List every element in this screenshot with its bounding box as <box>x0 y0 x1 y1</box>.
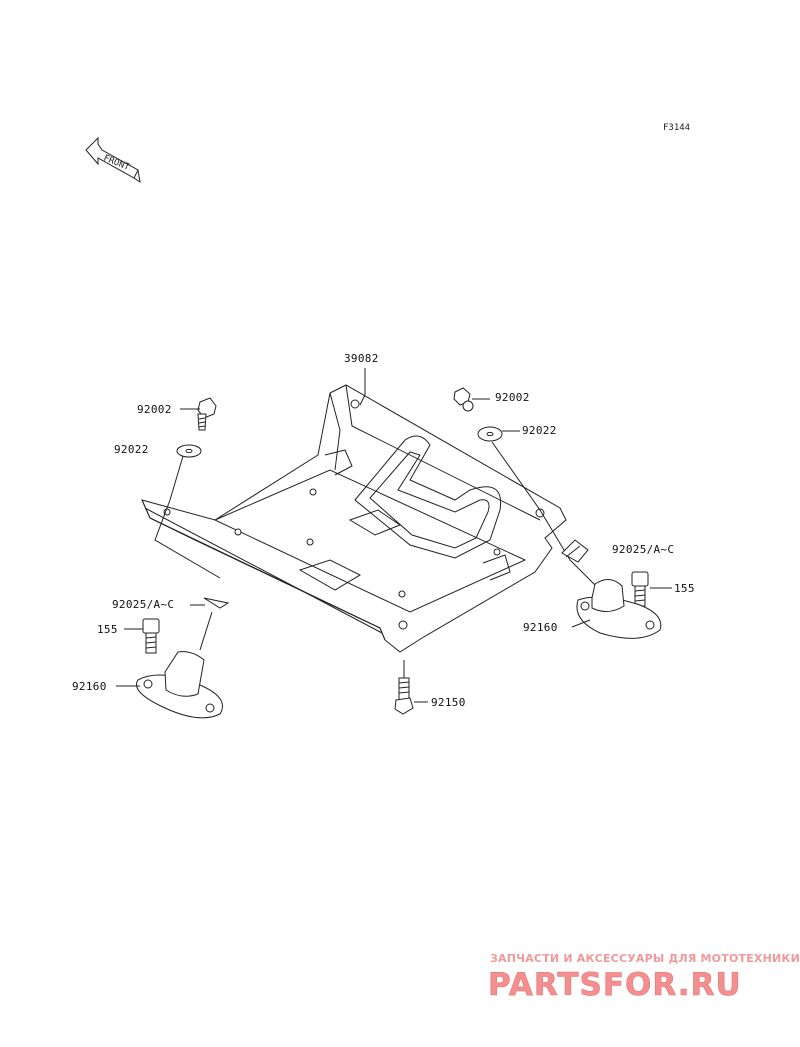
callout-bolt-right: 92002 <box>495 391 530 404</box>
watermark-tagline: ЗАПЧАСТИ И АКСЕССУАРЫ ДЛЯ МОТОТЕХНИКИ <box>490 952 800 965</box>
nut-right-155 <box>631 571 649 607</box>
callout-mount-right: 92160 <box>523 621 558 634</box>
frame-39082 <box>141 384 567 653</box>
callout-nut-left: 155 <box>97 623 118 636</box>
leader-mount-right <box>571 619 591 628</box>
nut-left-155 <box>142 618 160 654</box>
callout-bolt-left: 92002 <box>137 403 172 416</box>
leader-stack-left <box>199 611 213 651</box>
callout-frame-39082: 39082 <box>344 352 379 365</box>
watermark-logo: PARTSFOR.RU <box>488 967 742 1003</box>
mount-right-92160 <box>576 579 662 639</box>
bolt-left-92002 <box>197 397 217 431</box>
pin-right-92025 <box>561 539 589 563</box>
leader-frame <box>359 368 366 406</box>
washer-right-92022 <box>477 426 503 442</box>
callout-washer-right: 92022 <box>522 424 557 437</box>
washer-left-92022 <box>176 444 202 458</box>
callout-pin-right: 92025/A~C <box>612 543 674 556</box>
mount-left-92160 <box>136 651 223 719</box>
leader-stack-right <box>491 441 601 591</box>
callout-nut-right: 155 <box>674 582 695 595</box>
callout-bolt-bottom: 92150 <box>431 696 466 709</box>
front-label: FRONT <box>102 154 131 174</box>
pin-left-92025 <box>203 597 230 609</box>
leader-washer-left <box>154 455 221 579</box>
callout-mount-left: 92160 <box>72 680 107 693</box>
callout-pin-left: 92025/A~C <box>112 598 174 611</box>
bolt-bottom-92150 <box>394 677 414 715</box>
diagram-code: F3144 <box>663 123 690 133</box>
front-arrow-icon: FRONT <box>85 136 141 184</box>
bolt-right-92002 <box>453 387 474 412</box>
callout-washer-left: 92022 <box>114 443 149 456</box>
